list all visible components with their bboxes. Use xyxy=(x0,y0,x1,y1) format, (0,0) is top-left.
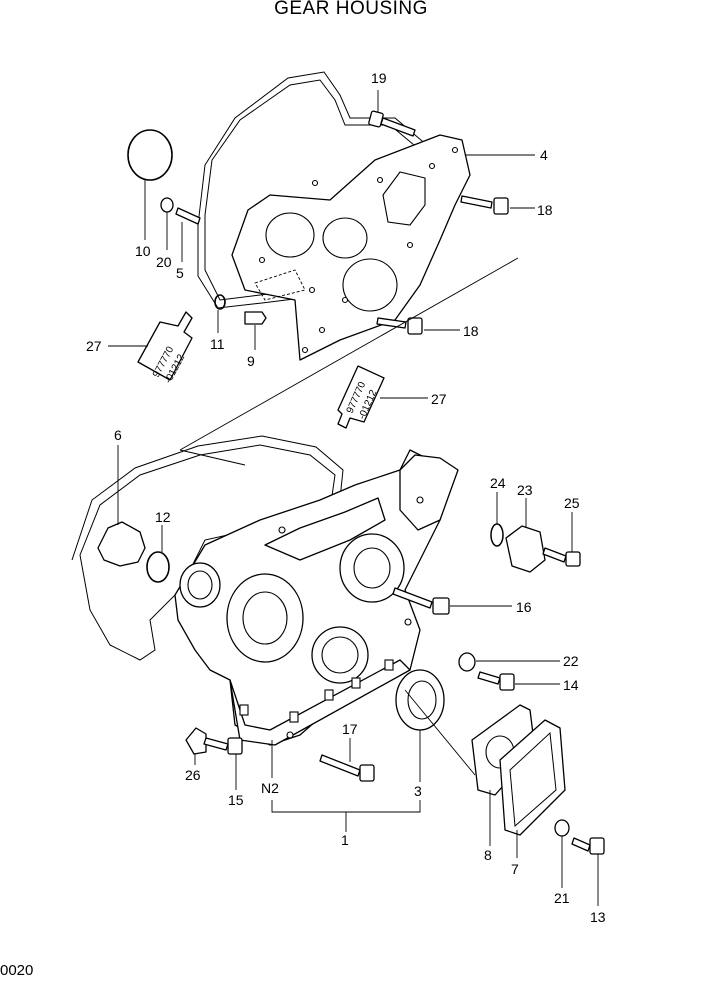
callout-18-upper: 18 xyxy=(537,202,553,218)
callout-12: 12 xyxy=(155,509,171,525)
bolt-25 xyxy=(542,547,581,567)
bolt-14 xyxy=(477,671,515,691)
callout-16: 16 xyxy=(516,599,532,615)
page-code: 0020 xyxy=(0,962,34,979)
bolt-19 xyxy=(368,110,416,137)
washer-22 xyxy=(458,652,476,672)
callout-1: 1 xyxy=(341,832,349,848)
callout-15: 15 xyxy=(228,792,244,808)
oil-seal-3 xyxy=(395,669,445,731)
diagram-title: GEAR HOUSING xyxy=(274,0,428,19)
sealant-tube-right: 977770 -01212 xyxy=(337,365,385,429)
callout-N2: N2 xyxy=(261,780,279,796)
bracket-26 xyxy=(185,727,207,755)
cover-7 xyxy=(499,719,566,836)
o-ring-12 xyxy=(146,551,170,583)
callout-3: 3 xyxy=(414,783,422,799)
callout-17: 17 xyxy=(342,721,358,737)
callout-5: 5 xyxy=(176,265,184,281)
o-ring-10 xyxy=(127,129,173,181)
callout-labels: 19 4 18 10 20 5 11 9 27 18 27 6 12 24 23… xyxy=(86,70,606,925)
cap-6 xyxy=(97,521,146,567)
callout-11: 11 xyxy=(210,336,225,352)
callout-23: 23 xyxy=(517,482,533,498)
bolt-17 xyxy=(319,754,375,782)
pin-9 xyxy=(244,311,267,325)
callout-9: 9 xyxy=(247,353,255,369)
sealant-tube-left: 977770 -01212 xyxy=(137,311,193,385)
callout-7: 7 xyxy=(511,861,519,877)
washer-21 xyxy=(554,819,570,837)
divider-line xyxy=(179,257,519,451)
callout-27-left: 27 xyxy=(86,338,102,354)
callout-27-right: 27 xyxy=(431,391,447,407)
callout-26: 26 xyxy=(185,767,201,783)
bolt-15 xyxy=(203,737,243,755)
callout-24: 24 xyxy=(490,475,506,491)
callout-25: 25 xyxy=(564,495,580,511)
front-plate xyxy=(231,134,471,361)
bolt-13 xyxy=(571,837,605,855)
cover-23 xyxy=(505,525,546,573)
bolt-5 xyxy=(175,207,201,225)
washer-20 xyxy=(160,197,174,213)
callout-6: 6 xyxy=(114,427,122,443)
callout-10: 10 xyxy=(135,243,151,259)
bolt-18-upper xyxy=(460,195,509,215)
callout-19: 19 xyxy=(371,70,387,86)
bolt-16 xyxy=(392,587,450,615)
bolt-18-lower xyxy=(376,317,423,335)
callout-20: 20 xyxy=(156,254,172,270)
o-ring-24 xyxy=(490,523,504,547)
callout-18-lower: 18 xyxy=(463,323,479,339)
gear-housing-body xyxy=(174,449,459,746)
callout-13: 13 xyxy=(590,909,606,925)
callout-22: 22 xyxy=(563,653,579,669)
callout-4: 4 xyxy=(540,147,548,163)
leader-lines xyxy=(108,90,599,906)
callout-14: 14 xyxy=(563,677,579,693)
ring-11 xyxy=(214,294,226,310)
callout-21: 21 xyxy=(554,890,570,906)
callout-8: 8 xyxy=(484,847,492,863)
